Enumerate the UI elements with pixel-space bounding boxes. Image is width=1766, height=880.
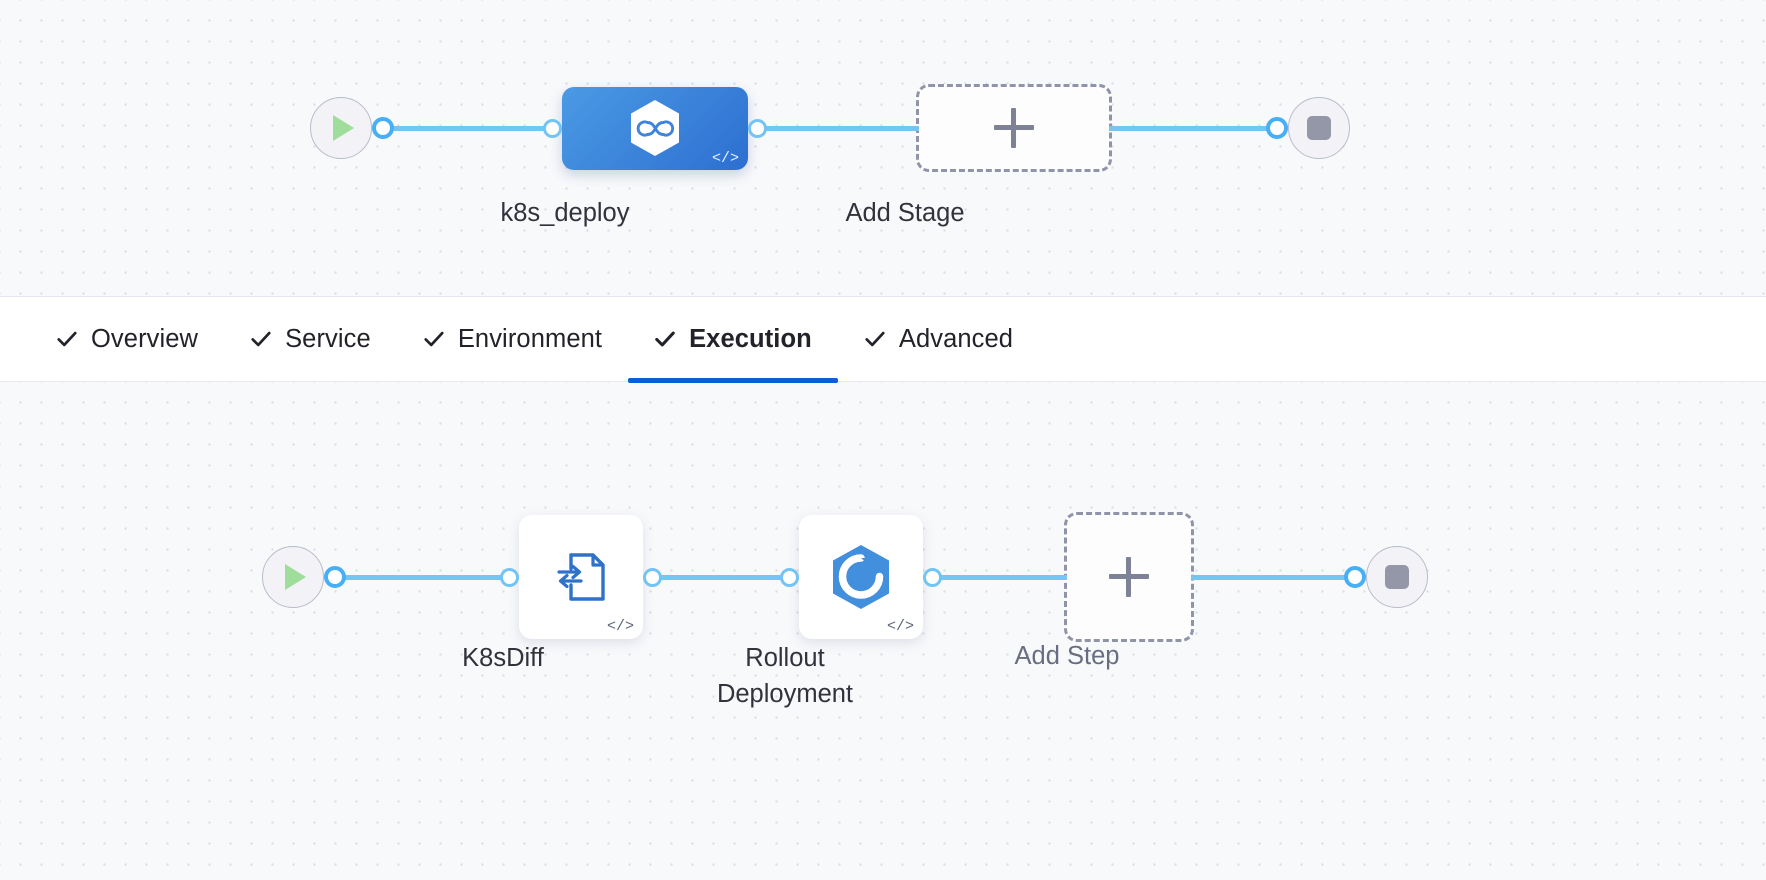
k8s-diff-document-arrows-icon [557, 553, 605, 601]
rollout-output-port[interactable] [923, 567, 942, 587]
end-node-port[interactable] [1266, 117, 1288, 139]
check-icon [57, 331, 77, 347]
rollout-input-port[interactable] [780, 567, 799, 587]
stage-yaml-badge[interactable]: </> [711, 149, 739, 167]
tab-advanced[interactable]: Advanced [838, 296, 1039, 382]
stage-node-k8s-deploy[interactable]: </> [562, 86, 748, 170]
rollout-deployment-hexagon-refresh-icon [833, 545, 889, 609]
k8sdiff-output-port[interactable] [643, 567, 662, 587]
tab-execution[interactable]: Execution [628, 296, 838, 383]
connector-add-to-end [1109, 125, 1269, 131]
stage-config-tabs: Overview Service Environment Execution A [0, 296, 1766, 383]
check-icon [865, 331, 885, 347]
step-label-rollout-deployment: Rollout Deployment [716, 644, 854, 709]
rollout-yaml-badge[interactable]: </> [886, 618, 914, 635]
connector-start-to-k8sdiff [343, 574, 503, 580]
pipeline-end-node[interactable] [1288, 97, 1350, 159]
kubernetes-hexagon-infinity-icon [631, 100, 679, 156]
stage-output-port[interactable] [748, 118, 767, 138]
execution-start-port[interactable] [324, 566, 346, 588]
k8sdiff-yaml-badge[interactable]: </> [606, 618, 634, 635]
stage-node-label: k8s_deploy [500, 199, 630, 227]
stop-icon [1385, 565, 1409, 589]
add-stage-button[interactable] [916, 84, 1112, 172]
step-node-k8sdiff[interactable]: </> [519, 515, 643, 639]
stage-graph: </> [310, 84, 1400, 172]
pipeline-start-node[interactable] [310, 97, 372, 159]
add-step-label: Add Step [1014, 642, 1120, 670]
play-icon [285, 564, 306, 590]
tab-service[interactable]: Service [224, 296, 397, 382]
tab-execution-label: Execution [689, 324, 812, 353]
plus-icon [994, 108, 1034, 148]
plus-icon [1109, 557, 1149, 597]
execution-end-node[interactable] [1366, 546, 1428, 608]
execution-start-node[interactable] [262, 546, 324, 608]
k8sdiff-input-port[interactable] [500, 567, 519, 587]
tab-environment-label: Environment [457, 324, 603, 353]
play-icon [333, 115, 354, 141]
add-stage-label: Add Stage [845, 199, 965, 227]
connector-addstep-to-end [1191, 574, 1347, 580]
stop-icon [1307, 116, 1331, 140]
tab-overview-label: Overview [91, 324, 199, 353]
connector-rollout-to-addstep [939, 574, 1067, 580]
start-node-port[interactable] [372, 117, 394, 139]
check-icon [655, 331, 675, 347]
connector-stage-to-add [764, 125, 919, 131]
step-node-rollout-deployment[interactable]: </> [799, 515, 923, 639]
execution-end-port[interactable] [1344, 566, 1366, 588]
execution-steps-canvas[interactable]: </> </> [0, 382, 1766, 880]
step-label-k8sdiff: K8sDiff [462, 644, 544, 672]
steps-graph: </> </> [262, 512, 1512, 642]
connector-k8sdiff-to-rollout [659, 574, 783, 580]
tab-environment[interactable]: Environment [397, 296, 628, 382]
connector-start-to-stage [391, 125, 546, 131]
tab-overview[interactable]: Overview [30, 296, 224, 382]
stage-input-port[interactable] [543, 118, 562, 138]
tab-advanced-label: Advanced [898, 324, 1014, 353]
stage-canvas[interactable]: </> k8s_deploy Add Stage [0, 0, 1766, 296]
tab-service-label: Service [285, 324, 371, 353]
add-step-button[interactable] [1064, 512, 1194, 642]
check-icon [424, 331, 444, 347]
check-icon [251, 331, 271, 347]
